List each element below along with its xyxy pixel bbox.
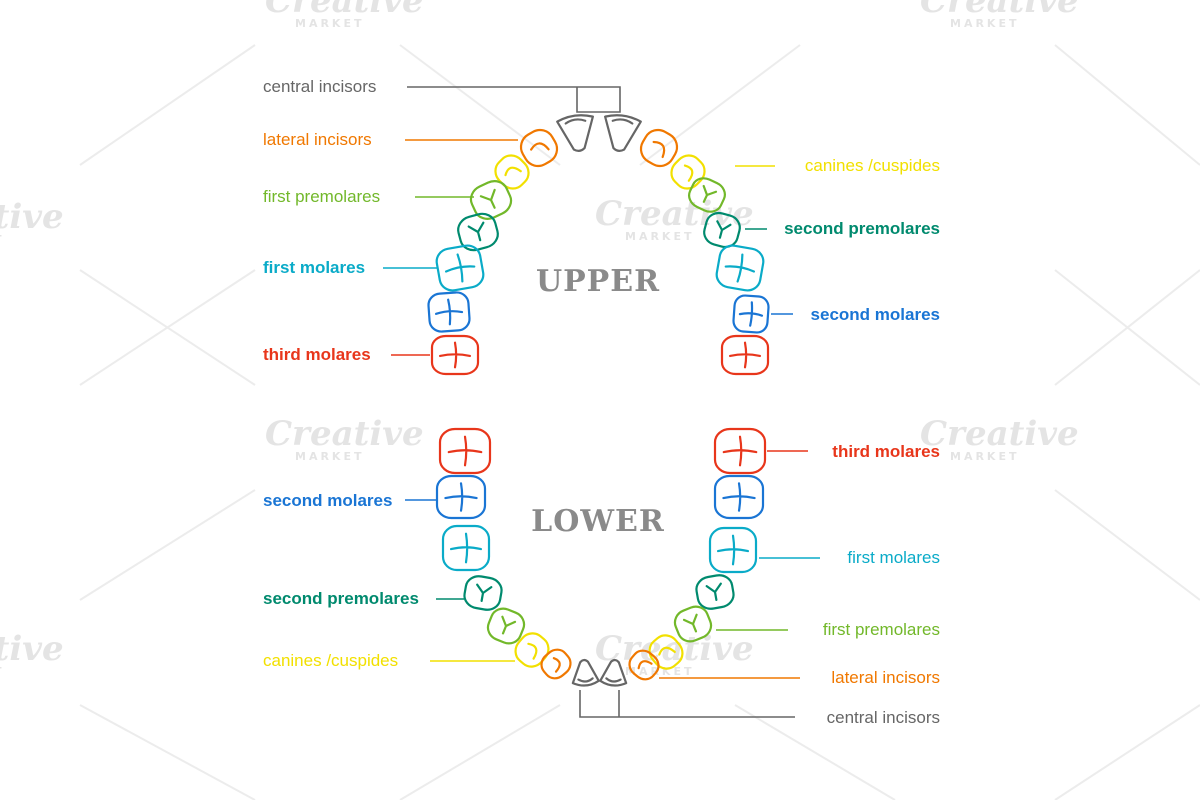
tooth-lower-molar1 <box>441 524 491 572</box>
leader-line-upper-central <box>407 86 621 113</box>
tooth-upper-molar1 <box>715 244 765 292</box>
label-lower-molar1: first molares <box>847 548 940 567</box>
svg-text:Creative: Creative <box>265 414 424 454</box>
watermark-lines <box>79 44 1200 800</box>
lower-jaw-title: LOWER <box>531 504 665 539</box>
watermark-logo: Creative MARKET <box>920 0 1079 30</box>
watermark-logo: Creative MARKET <box>265 0 424 30</box>
tooth-lower-molar2 <box>435 474 487 520</box>
tooth-upper-premolar1 <box>469 180 513 220</box>
watermark-logo: Creative MARKET <box>920 414 1079 463</box>
tooth-lower-lateral <box>628 649 660 681</box>
svg-text:MARKET: MARKET <box>950 450 1019 463</box>
label-upper-molar1: first molares <box>263 258 365 277</box>
tooth-upper-lateral <box>519 128 559 168</box>
tooth-upper-premolar2 <box>457 212 499 252</box>
tooth-upper-canine <box>670 154 706 190</box>
svg-text:MARKET: MARKET <box>625 665 694 678</box>
labels: central incisors lateral incisors canines … <box>263 77 940 727</box>
svg-text:Creative: Creative <box>920 414 1079 454</box>
tooth-lower-molar2 <box>713 474 765 520</box>
lower-teeth <box>435 427 767 687</box>
watermark-logo: Creative MARKET <box>0 197 64 246</box>
tooth-lower-premolar1 <box>486 607 526 645</box>
tooth-upper-canine <box>494 154 530 190</box>
label-lower-central: central incisors <box>827 708 940 727</box>
tooth-lower-lateral <box>540 648 572 680</box>
leader-line-lower-central <box>579 690 795 718</box>
tooth-lower-premolar1 <box>673 605 713 643</box>
tooth-upper-molar1 <box>435 244 485 292</box>
tooth-upper-molar2 <box>427 291 471 333</box>
svg-text:Creative: Creative <box>920 0 1079 21</box>
watermark-logo: Creative MARKET <box>595 194 754 243</box>
tooth-upper-molar2 <box>732 294 770 334</box>
tooth-upper-central <box>604 114 642 152</box>
label-lower-canine: canines /cuspides <box>263 651 398 670</box>
label-lower-lateral: lateral incisors <box>831 668 940 687</box>
label-lower-premolar1: first premolares <box>823 620 940 639</box>
tooth-upper-molar3 <box>720 334 770 376</box>
label-lower-molar2: second molares <box>263 491 392 510</box>
svg-text:Creative: Creative <box>0 629 64 669</box>
tooth-lower-canine <box>648 634 684 670</box>
label-upper-premolar1: first premolares <box>263 187 380 206</box>
tooth-upper-lateral <box>639 128 679 168</box>
label-upper-premolar2: second premolares <box>784 219 940 238</box>
label-upper-lateral: lateral incisors <box>263 130 372 149</box>
svg-text:MARKET: MARKET <box>950 17 1019 30</box>
tooth-upper-molar3 <box>430 334 480 376</box>
svg-text:MARKET: MARKET <box>0 233 4 246</box>
tooth-lower-molar3 <box>438 427 492 475</box>
tooth-upper-premolar2 <box>703 211 741 249</box>
tooth-upper-premolar1 <box>688 177 726 213</box>
svg-text:MARKET: MARKET <box>0 665 4 678</box>
label-upper-canine: canines /cuspides <box>805 156 940 175</box>
label-upper-molar3: third molares <box>263 345 371 364</box>
tooth-lower-canine <box>514 632 550 668</box>
upper-jaw-title: UPPER <box>536 264 660 299</box>
svg-text:Creative: Creative <box>0 197 64 237</box>
tooth-lower-central <box>571 658 600 687</box>
svg-text:MARKET: MARKET <box>295 450 364 463</box>
watermark-logo: Creative MARKET <box>265 414 424 463</box>
tooth-lower-molar1 <box>708 526 758 574</box>
upper-teeth <box>427 114 770 376</box>
watermark-logo: Creative MARKET <box>595 629 754 678</box>
tooth-lower-central <box>599 658 628 687</box>
svg-text:MARKET: MARKET <box>625 230 694 243</box>
svg-text:Creative: Creative <box>595 629 754 669</box>
label-upper-molar2: second molares <box>811 305 940 324</box>
label-upper-central: central incisors <box>263 77 376 96</box>
label-lower-molar3: third molares <box>832 442 940 461</box>
svg-text:Creative: Creative <box>595 194 754 234</box>
tooth-lower-molar3 <box>713 427 767 475</box>
svg-text:Creative: Creative <box>265 0 424 21</box>
tooth-lower-premolar2 <box>695 574 735 610</box>
tooth-lower-premolar2 <box>463 575 503 611</box>
label-lower-premolar2: second premolares <box>263 589 419 608</box>
leader-lines <box>383 86 820 718</box>
svg-text:MARKET: MARKET <box>295 17 364 30</box>
watermark-logo: Creative MARKET <box>0 629 64 678</box>
tooth-upper-central <box>556 114 594 152</box>
